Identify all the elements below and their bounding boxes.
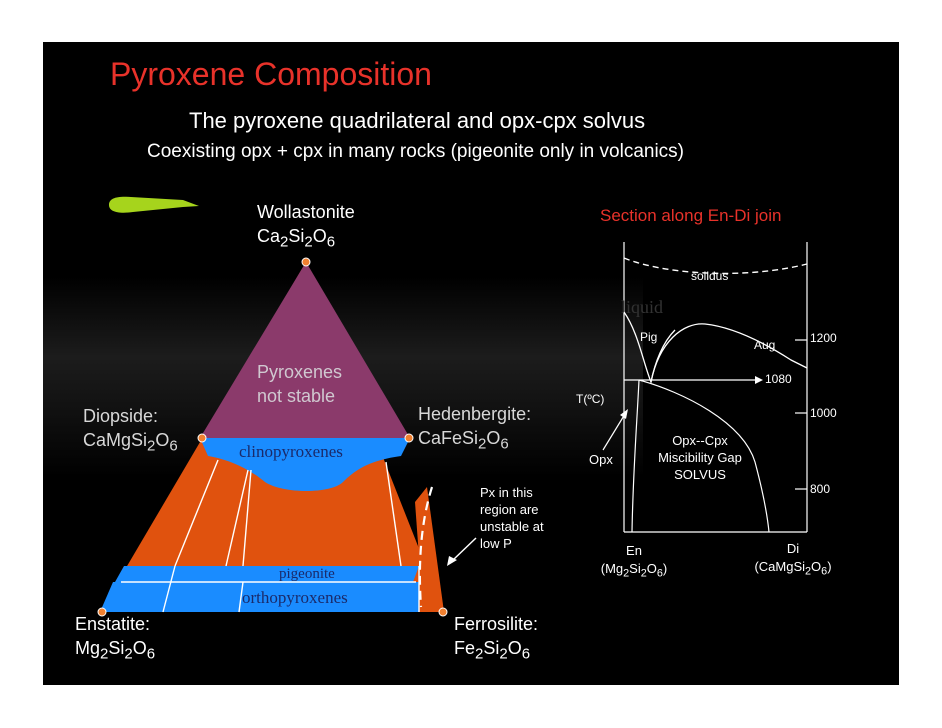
pyroxene-triangle bbox=[97, 257, 477, 617]
wollastonite-label: Wollastonite Ca2Si2O6 bbox=[257, 202, 355, 251]
stability-dashed-line bbox=[418, 486, 434, 608]
px-unstable-label: Px in this region are unstable at low P bbox=[480, 485, 544, 551]
solvus-curve bbox=[638, 379, 770, 533]
solvus-diagram: liquid bbox=[602, 242, 808, 533]
diopside-dot bbox=[197, 433, 207, 443]
solidus-curve bbox=[623, 257, 808, 275]
green-pointer-icon bbox=[109, 196, 199, 213]
tick-label-1200: 1200 bbox=[810, 331, 837, 345]
opx-boundary bbox=[631, 379, 640, 533]
unstable-pyroxene-field bbox=[200, 262, 410, 438]
page-title: Pyroxene Composition bbox=[110, 56, 432, 92]
hedenbergite-label: Hedenbergite: CaFeSi2O6 bbox=[418, 404, 532, 453]
di-label: Di (CaMgSi2O6) bbox=[754, 541, 832, 578]
pigeonite-band bbox=[115, 566, 419, 582]
aug-label: Aug bbox=[754, 338, 776, 352]
orthopyroxene-band bbox=[100, 582, 419, 612]
wollastonite-dot bbox=[301, 257, 311, 267]
augite-dome bbox=[650, 323, 808, 383]
pig-label: Pig bbox=[640, 330, 658, 344]
pigeonite-label: pigeonite bbox=[279, 566, 335, 582]
clinopyroxene-band bbox=[200, 438, 410, 491]
low-p-unstable-field bbox=[415, 487, 444, 612]
solidus-label: solidus bbox=[691, 269, 729, 283]
tick-label-1080: 1080 bbox=[765, 372, 792, 386]
ferrosilite-dot bbox=[438, 607, 448, 617]
en-label: En (Mg2Si2O6) bbox=[600, 543, 668, 580]
hedenbergite-dot bbox=[404, 433, 414, 443]
opx-label: Opx bbox=[589, 452, 613, 467]
pigeonite-loop bbox=[623, 311, 676, 385]
tick-label-1000: 1000 bbox=[810, 406, 837, 420]
tie-lines bbox=[121, 459, 420, 613]
t-axis-label: T(ºC) bbox=[576, 392, 605, 406]
enstatite-dot bbox=[97, 607, 107, 617]
opx-arrow bbox=[602, 413, 626, 451]
slide: Pyroxene Composition The pyroxene quadri… bbox=[43, 42, 899, 685]
orthopyroxenes-label: orthopyroxenes bbox=[242, 588, 348, 607]
diopside-label: Diopside: CaMgSi2O6 bbox=[83, 406, 178, 455]
ferrosilite-label: Ferrosilite: Fe2Si2O6 bbox=[454, 614, 539, 663]
tick-label-800: 800 bbox=[810, 482, 831, 496]
clinopyroxenes-label: clinopyroxenes bbox=[239, 442, 343, 461]
pointer-arrow bbox=[447, 537, 477, 566]
solvus-heading: Section along En-Di join bbox=[600, 206, 782, 225]
liquid-ghost-text: liquid bbox=[621, 297, 663, 317]
enstatite-label: Enstatite: Mg2Si2O6 bbox=[75, 614, 156, 663]
miscibility-gap-label: Opx--Cpx Miscibility Gap SOLVUS bbox=[658, 433, 742, 482]
subtitle-quadrilateral: The pyroxene quadrilateral and opx-cpx s… bbox=[189, 108, 646, 133]
subtitle-coexisting: Coexisting opx + cpx in many rocks (pige… bbox=[147, 141, 685, 162]
not-stable-label: Pyroxenes not stable bbox=[257, 362, 343, 406]
